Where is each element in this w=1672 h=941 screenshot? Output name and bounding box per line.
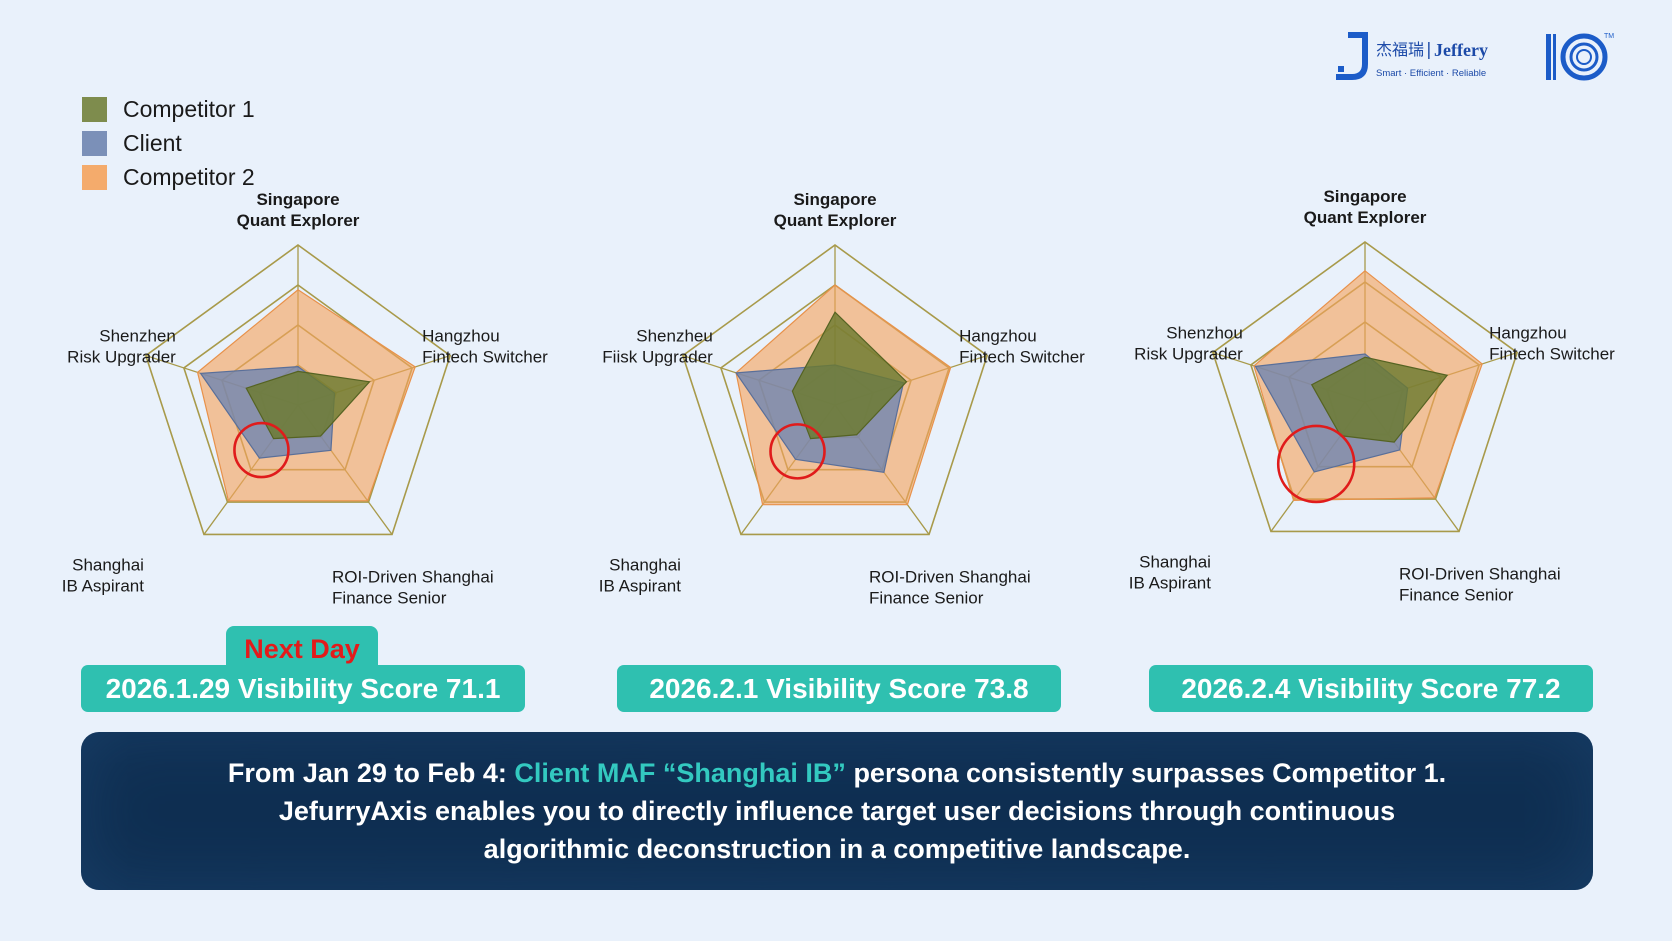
axis-label-line: ROI-Driven Shanghai — [332, 567, 494, 586]
legend-label: Competitor 2 — [123, 163, 255, 190]
axis-label-line: Risk Upgrader — [1134, 345, 1243, 364]
axis-label-line: Quant Explorer — [1304, 208, 1427, 227]
axis-label-line: Shanghai — [609, 555, 681, 574]
axis-label-line: ROI-Driven Shanghai — [1399, 564, 1561, 583]
axis-label: Shanghai IB Aspirant — [62, 555, 144, 595]
legend-label: Competitor 1 — [123, 95, 255, 122]
axis-label-line: Shenzheu — [636, 327, 713, 346]
axis-label-line: Finance Senior — [869, 588, 984, 607]
banner-line-1-post: persona consistently surpasses Competito… — [845, 758, 1447, 788]
jeffery-logo: 杰福瑞 | Jeffery Smart · Efficient · Reliab… — [1336, 32, 1488, 80]
io-mark-icon: TM — [1546, 33, 1614, 81]
series-area-competitor-1 — [1310, 356, 1449, 443]
banner-highlight: Client MAF “Shanghai IB” — [514, 758, 846, 788]
grid-ring — [1211, 241, 1519, 533]
axis-label-line: IB Aspirant — [599, 576, 681, 595]
axis-label-line: Shenzhen — [99, 327, 176, 346]
legend-swatch — [82, 164, 107, 190]
highlight-circle — [233, 421, 290, 479]
brand-cn-text: 杰福瑞 — [1376, 40, 1424, 59]
brand-tagline: Smart · Efficient · Reliable — [1376, 68, 1486, 79]
axis-label: Shanghai IB Aspirant — [1129, 552, 1211, 592]
axis-label-line: Shanghai — [1139, 552, 1211, 571]
grid-ring — [144, 244, 452, 536]
axis-label-line: Fintech Switcher — [422, 348, 548, 367]
axis-label-line: Hangzhou — [422, 327, 500, 346]
axis-label-line: Quant Explorer — [774, 211, 897, 230]
axis-label-line: Singapore — [256, 190, 339, 209]
tm-mark: TM — [1604, 33, 1614, 40]
axis-label-line: Fintech Switcher — [959, 348, 1085, 367]
axis-label-line: Fiisk Upgrader — [602, 348, 713, 367]
axis-label-line: Quant Explorer — [237, 211, 360, 230]
banner-line-1-pre: From Jan 29 to Feb 4: — [227, 758, 515, 788]
axis-label-line: Hangzhou — [1489, 324, 1567, 343]
legend-item-competitor-2: Competitor 2 — [82, 160, 255, 194]
banner-line-3: algorithmic deconstruction in a competit… — [483, 834, 1191, 864]
axis-label-line: Shanghai — [72, 555, 144, 574]
legend-swatch — [82, 96, 107, 122]
legend-item-competitor-1: Competitor 1 — [82, 92, 255, 126]
score-label-3: 2026.2.4 Visibility Score 77.2 — [1149, 665, 1593, 712]
banner-line-2: JefurryAxis enables you to directly infl… — [278, 796, 1396, 826]
axis-label-line: Fintech Switcher — [1489, 345, 1615, 364]
score-label-2: 2026.2.1 Visibility Score 73.8 — [617, 665, 1061, 712]
highlight-circle — [769, 423, 826, 480]
next-day-tag: Next Day — [226, 626, 378, 668]
axis-label-line: Finance Senior — [332, 588, 447, 607]
brand-logos: 杰福瑞 | Jeffery Smart · Efficient · Reliab… — [1336, 32, 1614, 81]
series-area-competitor-1 — [791, 311, 908, 440]
svg-text:|: | — [1426, 40, 1432, 60]
axis-label: Shanghai IB Aspirant — [599, 555, 681, 595]
legend-swatch — [82, 130, 107, 156]
axis-label-line: Finance Senior — [1399, 585, 1514, 604]
logo-area: 杰福瑞 | Jeffery Smart · Efficient · Reliab… — [1334, 28, 1624, 88]
axis-label-line: Risk Upgrader — [67, 348, 176, 367]
legend-item-client: Client — [82, 126, 255, 160]
highlight-circle — [1276, 424, 1356, 504]
axis-label-line: Shenzhou — [1166, 324, 1243, 343]
axis-label-line: ROI-Driven Shanghai — [869, 567, 1031, 586]
axis-label-line: IB Aspirant — [1129, 573, 1211, 592]
axis-label-line: Hangzhou — [959, 327, 1037, 346]
brand-en-text: Jeffery — [1434, 40, 1488, 60]
grid-ring — [681, 244, 989, 536]
legend-label: Client — [123, 129, 182, 156]
axis-label-line: Singapore — [793, 190, 876, 209]
axis-label-line: IB Aspirant — [62, 576, 144, 595]
axis-label-line: Singapore — [1323, 187, 1406, 206]
legend: Competitor 1 Client Competitor 2 — [82, 92, 255, 194]
score-label-1: 2026.1.29 Visibility Score 71.1 — [81, 665, 525, 712]
summary-banner: From Jan 29 to Feb 4: Client MAF “Shangh… — [81, 732, 1593, 890]
banner-line-1: From Jan 29 to Feb 4: Client MAF “Shangh… — [81, 754, 1593, 792]
series-area-competitor-1 — [245, 370, 371, 440]
